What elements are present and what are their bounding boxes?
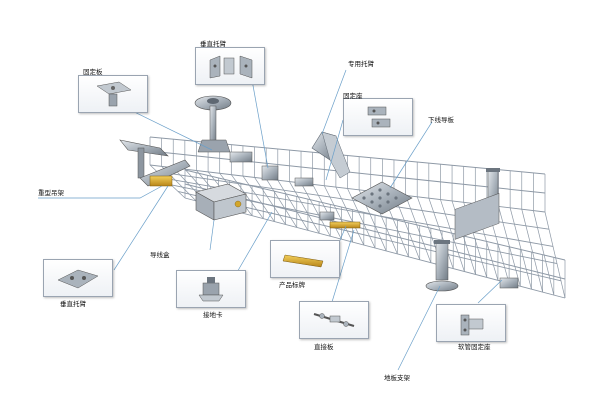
wire-guide-box-part	[195, 183, 247, 221]
leader-vertical-bracket-bottom	[113, 185, 169, 271]
tray-wire	[323, 185, 353, 243]
tray-wire	[300, 182, 331, 237]
tray-wire	[184, 169, 566, 261]
drop-wire-guide-plate	[351, 181, 413, 215]
label-fixed-seat: 固定座	[343, 92, 363, 100]
label-wire-guide-box: 导线盒	[150, 251, 170, 259]
label-grounding-clip: 接地卡	[203, 311, 223, 319]
label-product-nameplate: 产品标牌	[279, 281, 305, 289]
straight-splice-thumbnail	[313, 313, 355, 327]
label-straight-splice: 直接板	[314, 343, 334, 351]
leader-drop-wire-guide	[389, 121, 433, 189]
leader-soft-pipe-seat	[477, 279, 503, 304]
label-soft-pipe-seat: 软管固定座	[458, 343, 491, 351]
tray-wire	[265, 178, 298, 228]
leader-dedicated-bracket	[321, 69, 347, 135]
grounding-clip-thumbnail	[198, 277, 224, 302]
product-nameplate-thumbnail	[282, 254, 324, 268]
heavy-hanger-part	[119, 139, 191, 187]
callout-fixed-plate	[78, 75, 148, 113]
tray-wire	[277, 180, 309, 231]
tray-wire	[184, 183, 566, 280]
callout-vertical-bracket-bottom	[43, 259, 113, 297]
leader-wire-guide-box	[209, 219, 215, 251]
leader-floor-support	[397, 285, 441, 371]
label-floor-support: 地板支架	[384, 374, 410, 382]
fixed-plate-thumbnail	[96, 81, 132, 107]
vertical-bend-section	[311, 131, 351, 179]
soft-pipe-seat-thumbnail	[460, 314, 484, 336]
tray-wire	[289, 181, 320, 234]
callout-fixed-seat	[343, 98, 413, 136]
tray-wire	[254, 177, 286, 225]
label-dedicated-bracket: 专用托臂	[348, 60, 374, 68]
leader-grounding-clip	[235, 211, 273, 275]
fixed-seat-thumbnail	[367, 106, 391, 128]
tray-wire	[347, 188, 376, 249]
callout-grounding-clip	[176, 270, 246, 308]
tray-wire	[544, 211, 566, 299]
tray-wire	[242, 175, 275, 222]
label-fixed-plate: 固定板	[83, 68, 103, 76]
label-heavy-hanger: 重型吊架	[38, 189, 64, 197]
label-vertical-bracket-bottom: 垂直托臂	[60, 300, 86, 308]
tray-wire	[335, 186, 365, 246]
label-drop-wire-guide: 下线导板	[428, 116, 454, 124]
tray-wire	[509, 207, 532, 290]
ceiling-mount-part	[194, 95, 232, 153]
floor-support-part	[425, 168, 519, 292]
leader-lines	[38, 69, 503, 371]
callout-straight-splice	[299, 301, 369, 339]
vertical-bracket-thumbnail	[209, 55, 253, 79]
callout-product-nameplate	[270, 240, 340, 278]
vertical-bracket-bottom-thumbnail	[57, 269, 99, 289]
tray-wire	[440, 199, 465, 272]
tray-wire	[405, 195, 432, 263]
leader-vertical-bracket-top	[251, 79, 269, 169]
tray-wire	[521, 209, 543, 293]
leader-straight-splice	[331, 229, 355, 303]
leader-fixed-seat	[325, 119, 344, 181]
tray-wire	[428, 198, 454, 269]
callout-soft-pipe-seat	[436, 304, 506, 342]
tray-wire	[533, 210, 555, 296]
callout-vertical-bracket-top	[195, 47, 265, 85]
tray-clamp-parts	[229, 151, 361, 229]
label-vertical-bracket-top: 垂直托臂	[200, 40, 226, 48]
leader-heavy-hanger	[38, 185, 163, 199]
